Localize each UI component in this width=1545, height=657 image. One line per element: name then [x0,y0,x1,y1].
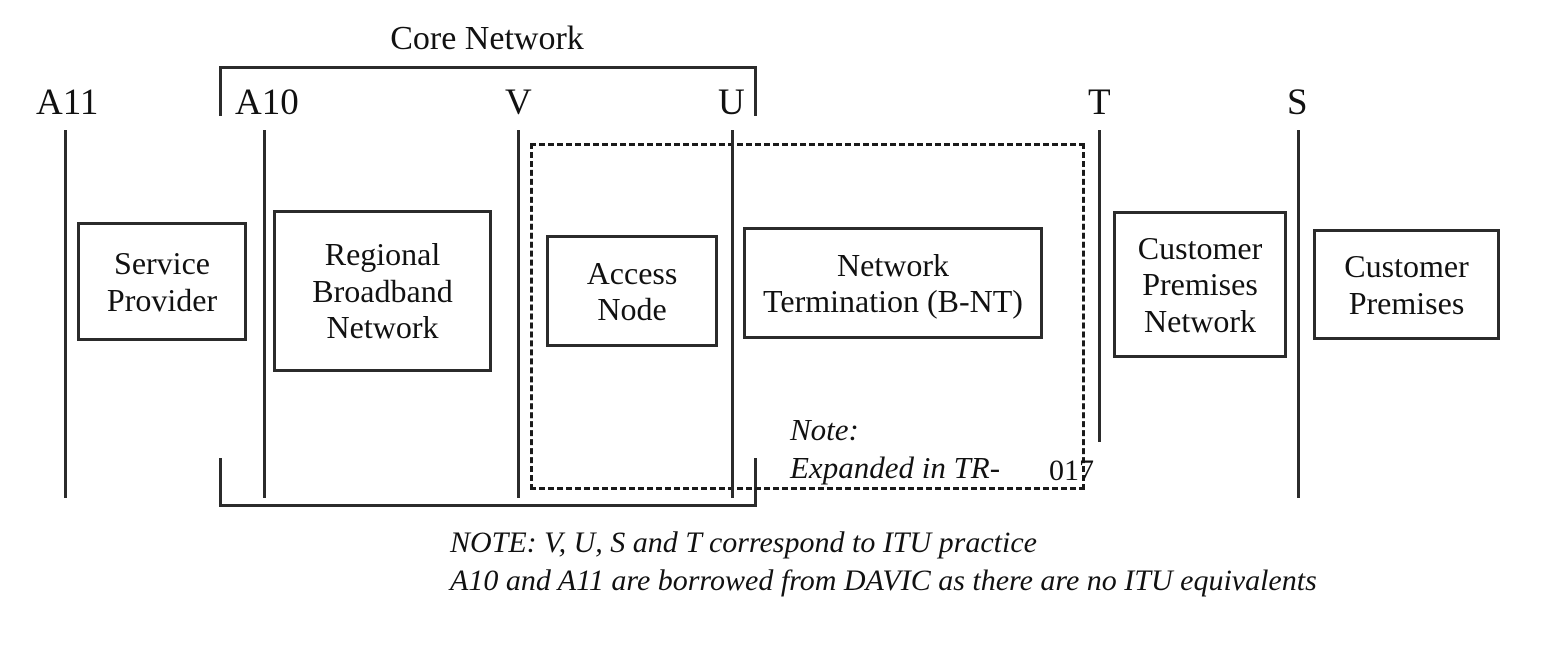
reference-line-t [1098,130,1101,442]
core-network-title: Core Network [390,20,584,57]
reference-line-a10 [263,130,266,498]
expanded-region-dashed-boundary [530,143,1085,490]
footnote-line-2: A10 and A11 are borrowed from DAVIC as t… [450,564,1317,597]
inline-note-heading: Note: [790,412,859,447]
reference-label-t: T [1088,82,1111,123]
reference-line-a11 [64,130,67,498]
reference-label-u: U [718,82,745,123]
reference-line-u [731,130,734,498]
reference-label-v: V [505,82,532,123]
reference-label-a10: A10 [235,82,299,123]
reference-line-s [1297,130,1300,498]
footnote-line-1: NOTE: V, U, S and T correspond to ITU pr… [450,526,1037,559]
reference-line-v [517,130,520,498]
core-network-bracket-top [219,66,757,116]
inline-note-reference-number: 017 [1049,454,1094,487]
core-network-bracket-bottom [219,458,757,507]
reference-label-s: S [1287,82,1308,123]
inline-note-reference: Expanded in TR- [790,450,1001,485]
reference-label-a11: A11 [36,82,99,123]
